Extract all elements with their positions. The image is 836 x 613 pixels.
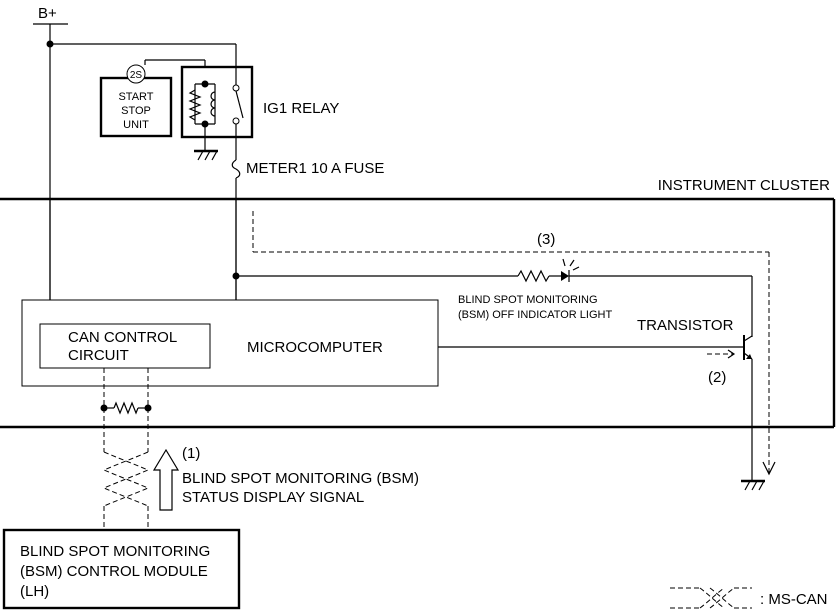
fuse-label: METER1 10 A FUSE bbox=[246, 160, 384, 177]
indicator-light-line-2: (BSM) OFF INDICATOR LIGHT bbox=[458, 309, 612, 321]
instrument-cluster: INSTRUMENT CLUSTER bbox=[0, 177, 836, 429]
start-stop-pin-label: 2S bbox=[130, 70, 143, 81]
control-module-line-1: BLIND SPOT MONITORING bbox=[20, 543, 210, 560]
meter1-fuse: METER1 10 A FUSE bbox=[231, 159, 384, 300]
control-module-line-3: (LH) bbox=[20, 583, 49, 600]
status-signal-line-1: BLIND SPOT MONITORING (BSM) bbox=[182, 470, 419, 487]
status-signal-arrow: (1) BLIND SPOT MONITORING (BSM) STATUS D… bbox=[152, 445, 419, 511]
instrument-cluster-label: INSTRUMENT CLUSTER bbox=[658, 177, 830, 194]
start-stop-unit: 2S START STOP UNIT bbox=[99, 59, 206, 138]
ig1-relay: IG1 RELAY bbox=[180, 44, 339, 160]
can-control-line-2: CIRCUIT bbox=[68, 347, 129, 364]
indicator-light-line-1: BLIND SPOT MONITORING bbox=[458, 294, 598, 306]
control-module-line-2: (BSM) CONTROL MODULE bbox=[20, 563, 208, 580]
transistor: TRANSISTOR (2) bbox=[438, 317, 753, 480]
ig1-relay-label: IG1 RELAY bbox=[263, 100, 339, 117]
status-signal-line-2: STATUS DISPLAY SIGNAL bbox=[182, 489, 364, 506]
battery-supply: B+ bbox=[33, 5, 236, 300]
bsm-control-module: BLIND SPOT MONITORING (BSM) CONTROL MODU… bbox=[2, 528, 241, 610]
start-stop-unit-line-2: STOP bbox=[121, 105, 151, 117]
legend-ms-can: : MS-CAN bbox=[670, 587, 828, 609]
current-path-3: (3) bbox=[252, 211, 776, 476]
microcomputer-label: MICROCOMPUTER bbox=[247, 339, 383, 356]
battery-label: B+ bbox=[38, 5, 57, 22]
legend-ms-can-label: : MS-CAN bbox=[760, 591, 828, 608]
callout-3: (3) bbox=[537, 231, 555, 248]
callout-2: (2) bbox=[708, 369, 726, 386]
can-control-line-1: CAN CONTROL bbox=[68, 329, 177, 346]
indicator-light-circuit: BLIND SPOT MONITORING (BSM) OFF INDICATO… bbox=[236, 258, 753, 337]
ms-can-bus bbox=[100, 368, 152, 530]
microcomputer: MICROCOMPUTER CAN CONTROL CIRCUIT bbox=[21, 299, 439, 387]
start-stop-unit-line-1: START bbox=[118, 91, 153, 103]
transistor-label: TRANSISTOR bbox=[637, 317, 734, 334]
relay-ground-symbol bbox=[194, 149, 218, 161]
callout-1: (1) bbox=[182, 445, 200, 462]
start-stop-unit-line-3: UNIT bbox=[123, 119, 149, 131]
transistor-ground-symbol bbox=[741, 479, 765, 491]
